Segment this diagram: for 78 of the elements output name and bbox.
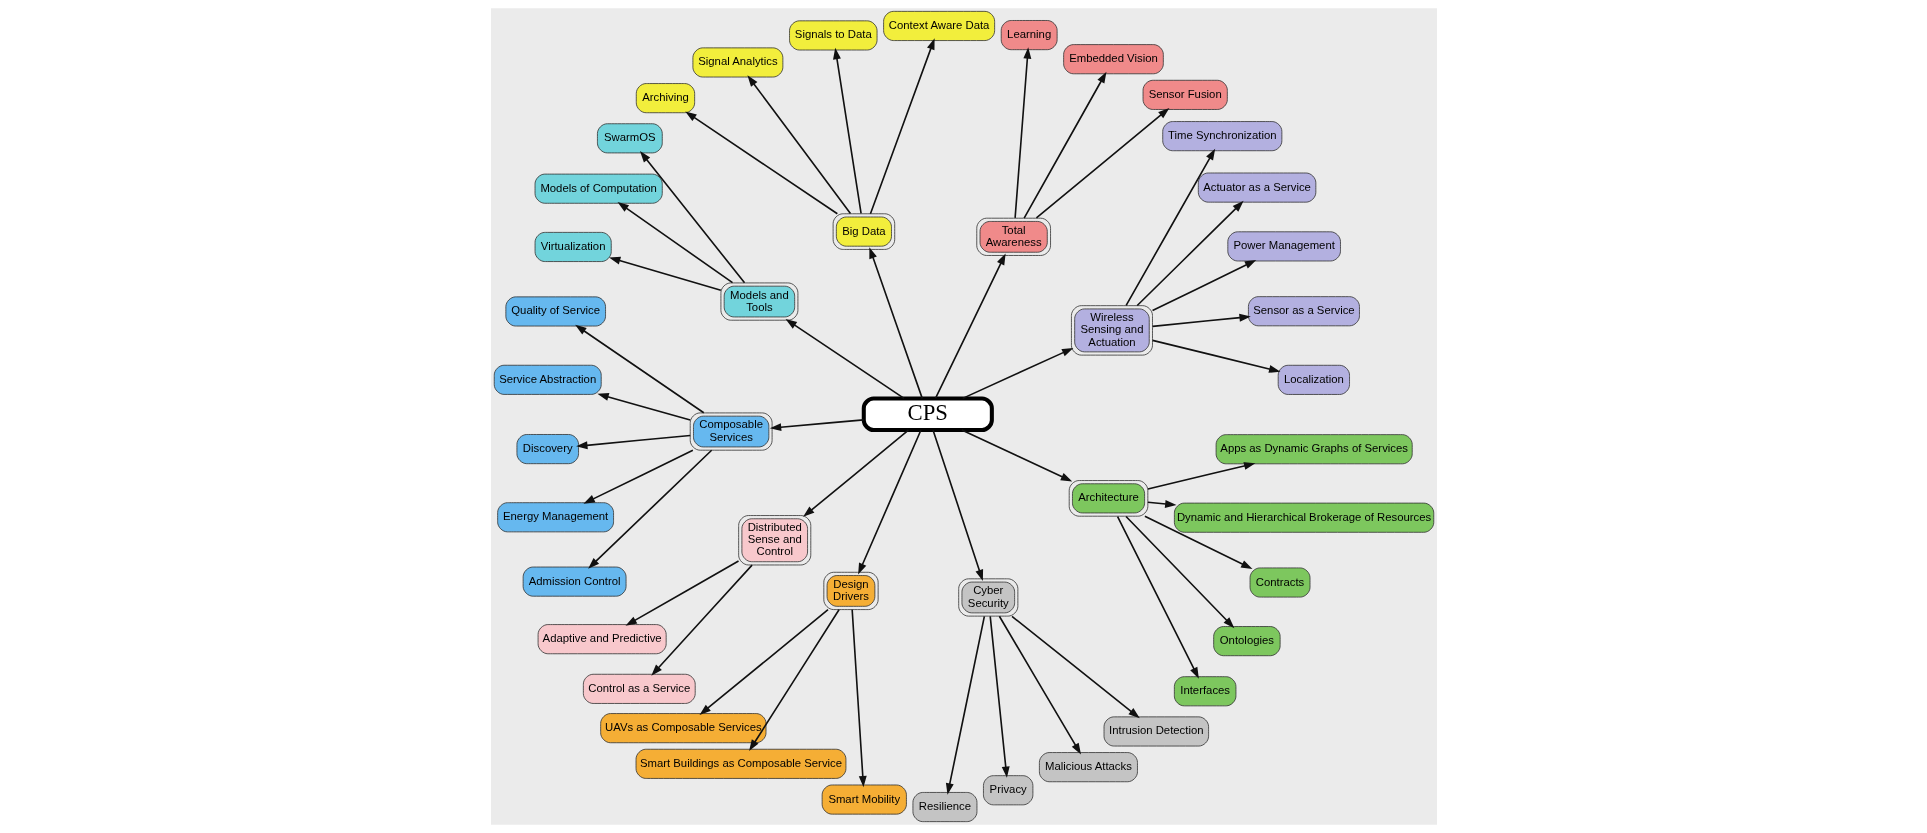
arrow bbox=[575, 434, 691, 450]
node-box: Signals to Data bbox=[788, 20, 877, 51]
node-box: CPS bbox=[861, 396, 994, 433]
node-box: Archiving bbox=[635, 83, 695, 114]
node-box: Embedded Vision bbox=[1062, 44, 1164, 75]
node-box: Smart Mobility bbox=[821, 784, 907, 815]
arrow bbox=[625, 560, 739, 626]
arrow bbox=[1135, 200, 1244, 307]
arrow bbox=[1146, 500, 1176, 508]
node-box: Intrusion Detection bbox=[1103, 716, 1209, 747]
arrow bbox=[587, 449, 712, 569]
node-box: Time Synchronization bbox=[1161, 121, 1282, 152]
arrow bbox=[934, 253, 1006, 399]
node-box: Signal Analytics bbox=[692, 47, 783, 78]
node-box: Dynamic and Hierarchical Brokerage of Resources bbox=[1173, 502, 1434, 533]
arrow bbox=[746, 75, 851, 215]
node-box: Power Management bbox=[1226, 231, 1341, 262]
node-box: Interfaces bbox=[1173, 676, 1236, 707]
arrow bbox=[639, 151, 745, 284]
arrow bbox=[961, 347, 1073, 400]
arrow bbox=[1146, 462, 1255, 490]
arrow bbox=[1124, 148, 1215, 307]
arrow bbox=[596, 393, 691, 421]
arrow bbox=[1022, 71, 1106, 219]
arrow bbox=[748, 608, 840, 752]
node-box: Virtualization bbox=[534, 231, 612, 262]
arrow bbox=[1035, 107, 1169, 219]
node-box: Service Abstraction bbox=[493, 364, 602, 395]
arrow bbox=[769, 419, 864, 432]
arrow bbox=[574, 324, 705, 414]
arrow bbox=[1151, 339, 1280, 373]
node-box: Energy Management bbox=[496, 502, 614, 533]
arrow bbox=[650, 564, 753, 676]
arrow bbox=[785, 319, 905, 400]
node-box: Actuator as a Service bbox=[1197, 172, 1316, 203]
arrow bbox=[617, 201, 733, 284]
arrow bbox=[1116, 515, 1199, 679]
node-box: Sensor as a Service bbox=[1247, 296, 1360, 327]
node-box: Contracts bbox=[1249, 567, 1310, 598]
arrow bbox=[998, 615, 1081, 755]
node-box: Adaptive and Predictive bbox=[537, 624, 667, 655]
node-box: Context Aware Data bbox=[882, 10, 995, 41]
arrow bbox=[608, 256, 722, 292]
arrow bbox=[582, 449, 694, 504]
arrow bbox=[699, 608, 829, 715]
arrow bbox=[857, 429, 922, 575]
node-box: Resilience bbox=[912, 792, 977, 823]
arrow bbox=[868, 247, 923, 400]
node-box: Discovery bbox=[516, 434, 579, 465]
node-box: Models of Computation bbox=[534, 173, 663, 204]
arrow bbox=[850, 609, 867, 788]
node-box: Admission Control bbox=[522, 566, 626, 597]
node-box: Learning bbox=[1000, 20, 1058, 51]
arrow bbox=[931, 429, 983, 582]
node-box: Ontologies bbox=[1212, 626, 1281, 657]
arrow bbox=[802, 429, 909, 517]
arrow bbox=[1010, 615, 1140, 719]
node-box: SwarmOS bbox=[596, 123, 663, 154]
arrow bbox=[988, 615, 1010, 778]
arrow bbox=[960, 429, 1072, 482]
arrow bbox=[1013, 47, 1031, 219]
node-box: Smart Buildings as Composable Service bbox=[635, 748, 846, 779]
arrow bbox=[945, 615, 985, 795]
arrow bbox=[832, 47, 862, 215]
node-box: Control as a Service bbox=[582, 673, 696, 704]
arrow bbox=[1124, 515, 1234, 629]
node-box: Privacy bbox=[982, 775, 1033, 806]
arrow bbox=[684, 111, 838, 215]
arrow bbox=[869, 38, 935, 215]
arrow bbox=[1151, 313, 1251, 328]
node-box: Malicious Attacks bbox=[1038, 752, 1138, 783]
node-box: Apps as Dynamic Graphs of Services bbox=[1215, 434, 1413, 465]
node-box: Sensor Fusion bbox=[1142, 79, 1228, 110]
node-box: UAVs as Composable Services bbox=[599, 713, 766, 744]
node-box: Localization bbox=[1277, 364, 1350, 395]
arrow bbox=[1143, 515, 1252, 569]
node-box: Quality of Service bbox=[504, 296, 606, 327]
arrow bbox=[1151, 260, 1256, 312]
